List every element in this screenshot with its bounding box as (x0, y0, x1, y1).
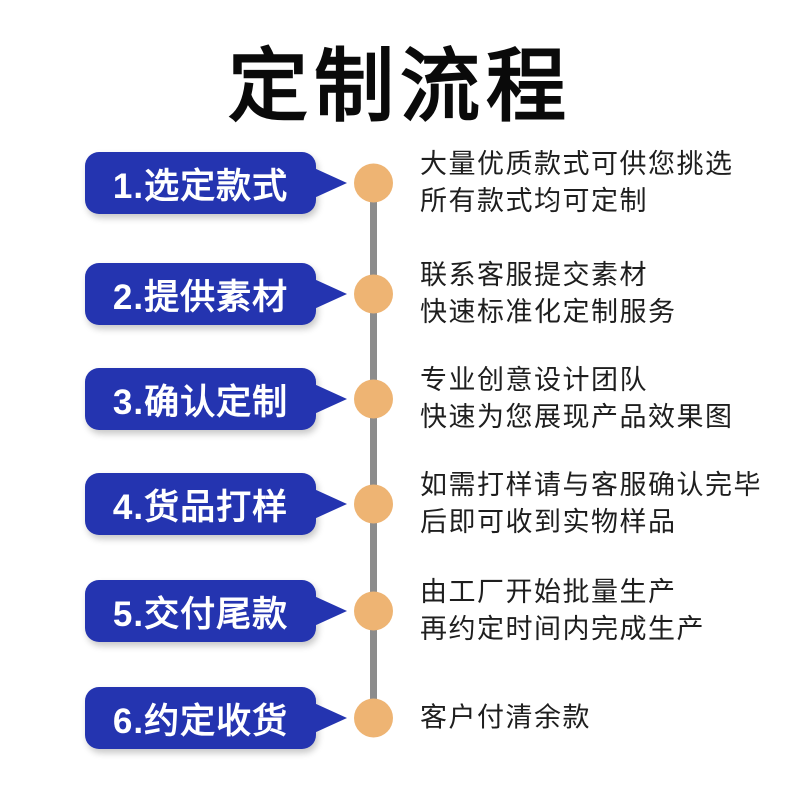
step-2-label-bubble: 2.提供素材 (85, 263, 347, 325)
step-2-label: 2.提供素材 (112, 277, 289, 317)
step-row-3: 3.确认定制 专业创意设计团队 快速为您展现产品效果图 (0, 365, 800, 432)
description-line: 大量优质款式可供您挑选 (420, 149, 734, 179)
step-1-label-bubble: 1.选定款式 (85, 152, 347, 214)
step-5-label-bubble: 5.交付尾款 (85, 580, 347, 642)
timeline-line (370, 183, 377, 719)
arrow-right-icon (314, 596, 347, 626)
description-line: 联系客服提交素材 (420, 260, 648, 290)
step-5-label: 5.交付尾款 (112, 594, 289, 634)
page-title: 定制流程 (228, 42, 572, 131)
step-4-description: 如需打样请与客服确认完毕 后即可收到实物样品 (420, 467, 762, 541)
description-line: 由工厂开始批量生产 (420, 577, 677, 607)
step-row-5: 5.交付尾款 由工厂开始批量生产 再约定时间内完成生产 (0, 577, 800, 644)
description-line: 所有款式均可定制 (420, 186, 648, 216)
arrow-right-icon (314, 168, 347, 198)
timeline-dot-4 (354, 484, 393, 524)
timeline-dot-5 (354, 591, 393, 631)
timeline-dot-3 (354, 379, 393, 419)
step-row-2: 2.提供素材 联系客服提交素材 快速标准化定制服务 (0, 260, 800, 327)
step-3-label: 3.确认定制 (112, 382, 289, 422)
arrow-right-icon (314, 489, 347, 519)
description-line: 客户付清余款 (420, 702, 591, 733)
description-line: 快速标准化定制服务 (420, 297, 677, 327)
step-row-1: 1.选定款式 大量优质款式可供您挑选 所有款式均可定制 (0, 149, 800, 216)
step-row-6: 6.约定收货 客户付清余款 (0, 687, 800, 749)
arrow-right-icon (314, 384, 347, 414)
timeline-dot-6 (354, 698, 393, 738)
timeline-dot-2 (354, 274, 393, 314)
step-row-4: 4.货品打样 如需打样请与客服确认完毕 后即可收到实物样品 (0, 470, 800, 537)
step-3-description: 专业创意设计团队 快速为您展现产品效果图 (420, 362, 734, 436)
step-4-label: 4.货品打样 (112, 487, 289, 527)
step-5-description: 由工厂开始批量生产 再约定时间内完成生产 (420, 574, 705, 648)
description-line: 专业创意设计团队 (420, 365, 648, 395)
step-2-description: 联系客服提交素材 快速标准化定制服务 (420, 257, 677, 331)
step-3-label-bubble: 3.确认定制 (85, 368, 347, 430)
description-line: 再约定时间内完成生产 (420, 614, 705, 644)
step-1-label: 1.选定款式 (112, 166, 289, 206)
description-line: 快速为您展现产品效果图 (420, 402, 734, 432)
step-1-description: 大量优质款式可供您挑选 所有款式均可定制 (420, 146, 734, 220)
step-4-label-bubble: 4.货品打样 (85, 473, 347, 535)
step-6-description: 客户付清余款 (420, 700, 591, 737)
step-6-label-bubble: 6.约定收货 (85, 687, 347, 749)
arrow-right-icon (314, 703, 347, 733)
timeline-dot-1 (354, 163, 393, 203)
description-line: 后即可收到实物样品 (420, 507, 677, 537)
arrow-right-icon (314, 279, 347, 309)
step-6-label: 6.约定收货 (112, 701, 289, 741)
description-line: 如需打样请与客服确认完毕 (420, 470, 762, 500)
